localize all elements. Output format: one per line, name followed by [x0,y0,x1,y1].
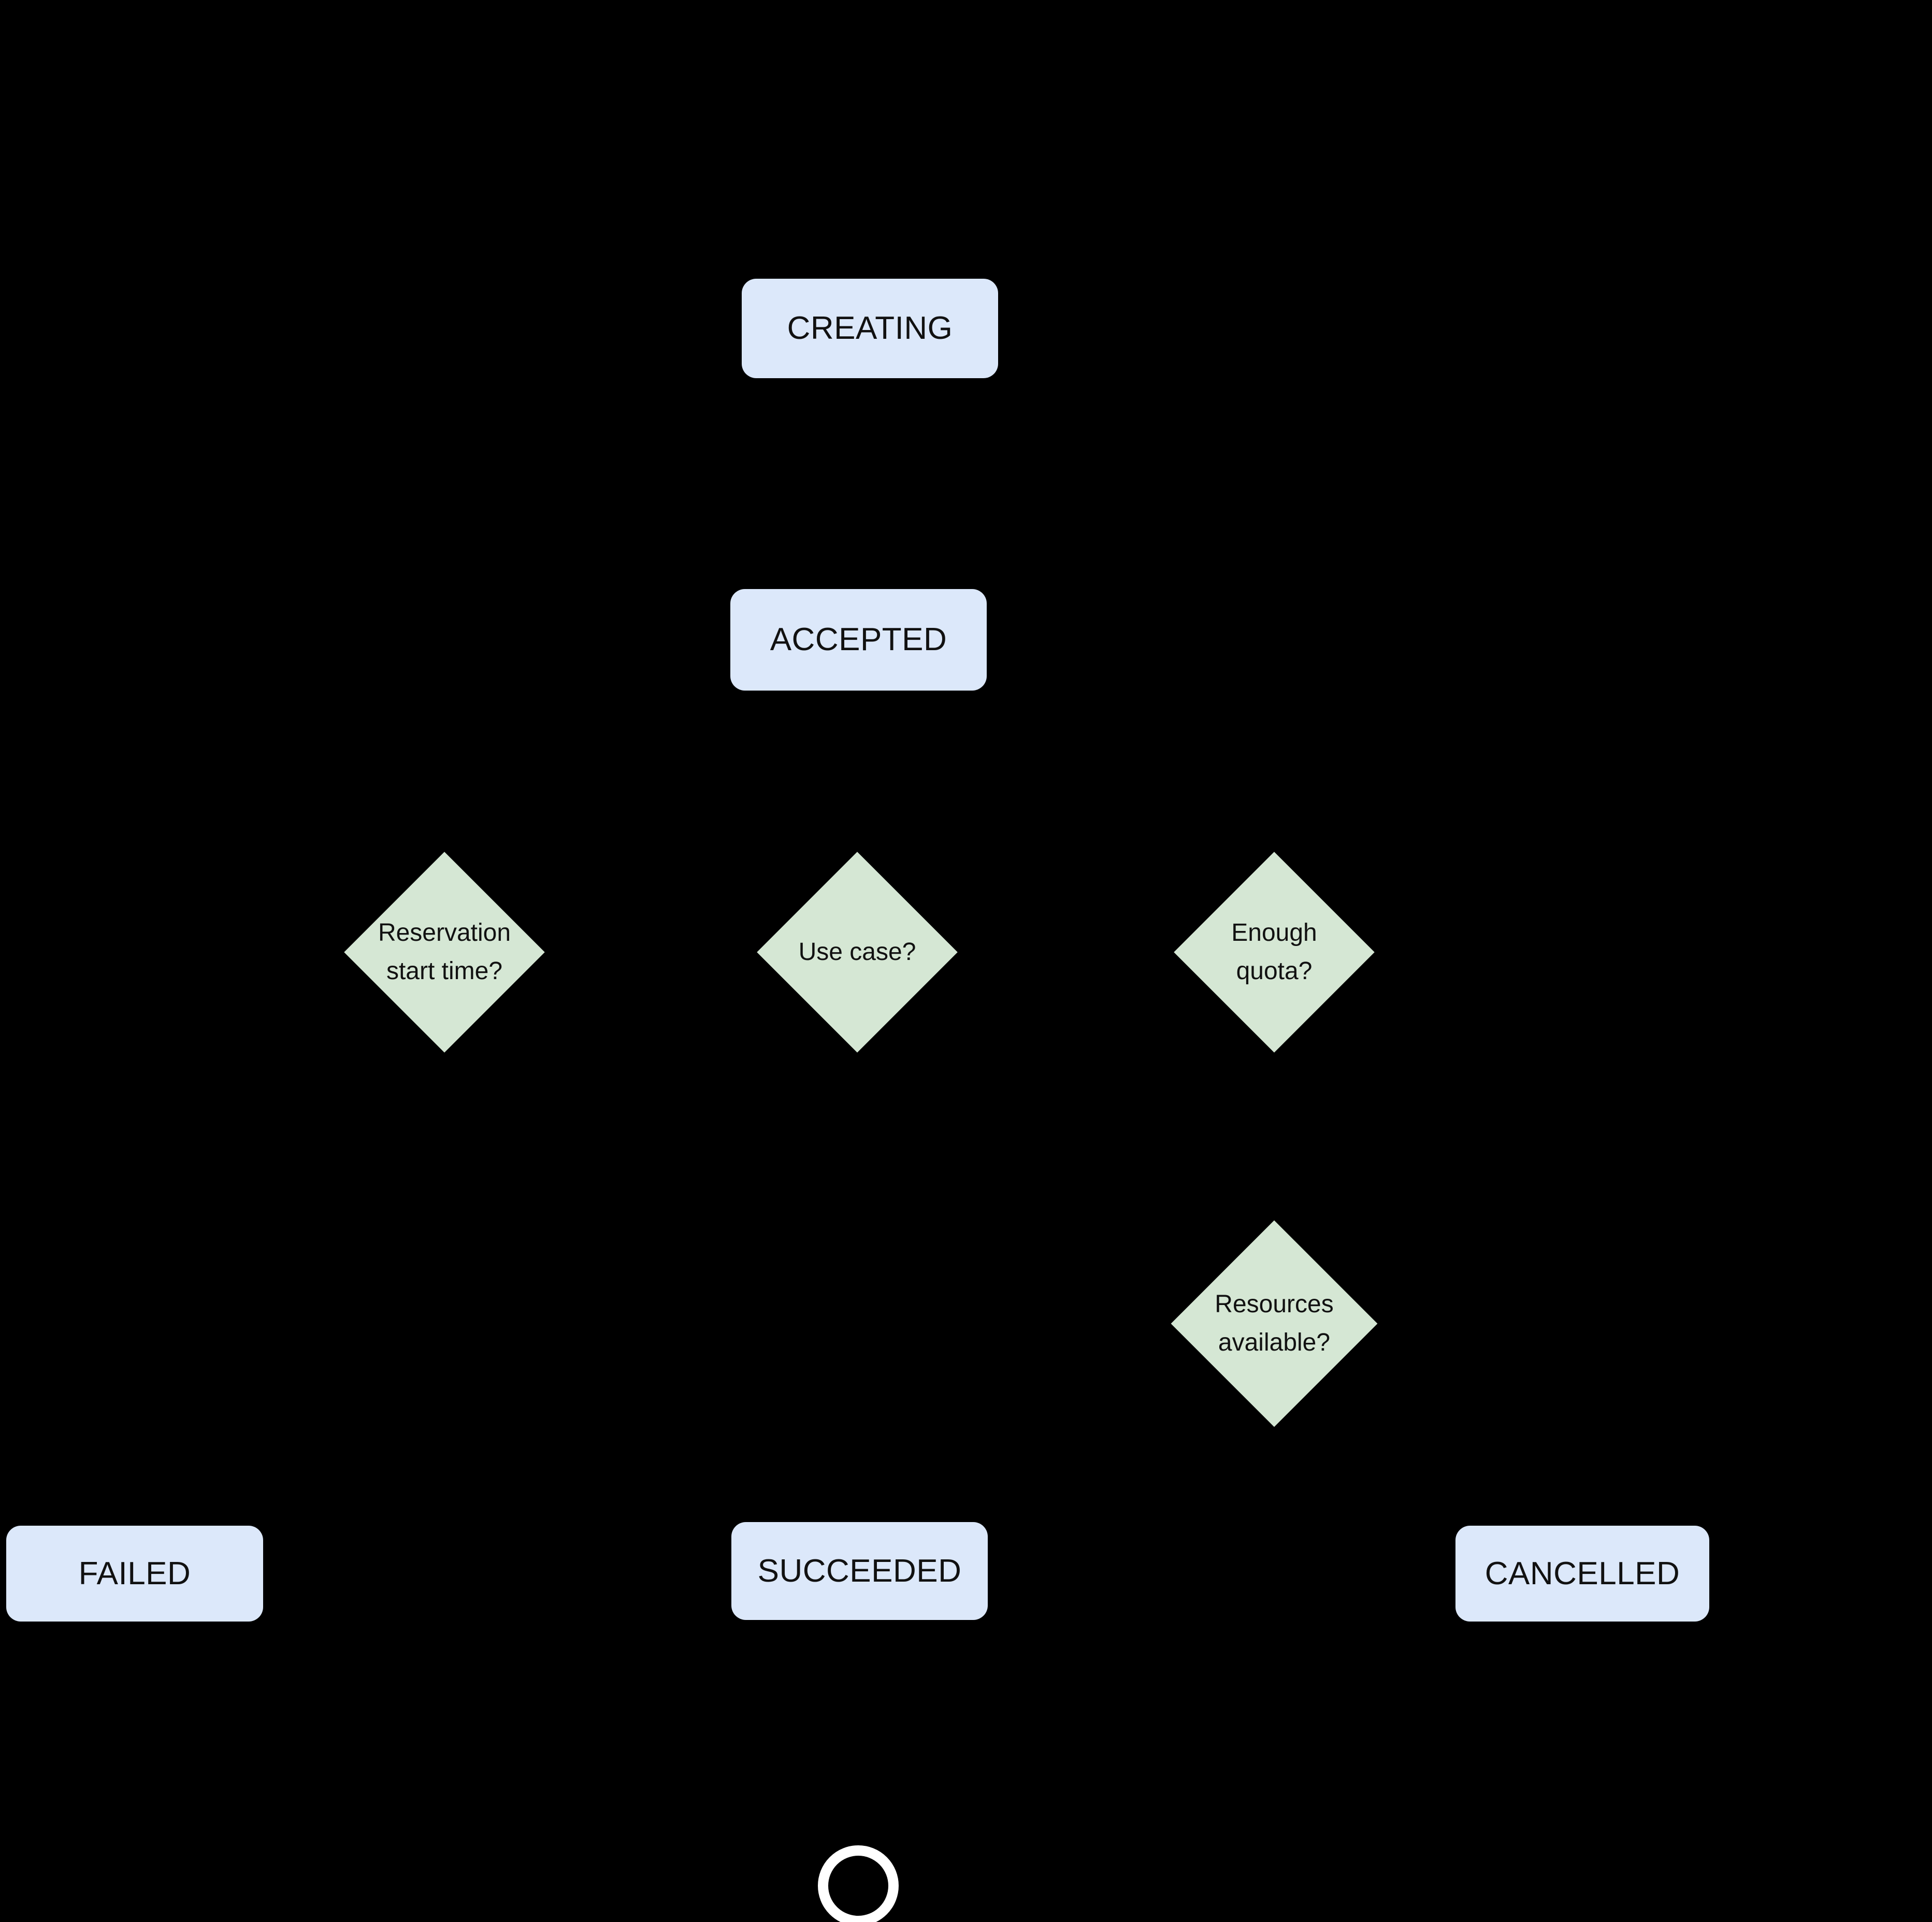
edge-arrowhead [860,568,881,589]
edge-reservation-start-time-to-failed [133,1053,446,1512]
decision-node-enough-quota[interactable]: Enough quota? [1174,852,1375,1053]
edge-accepted-to-enough-quota [857,691,1276,837]
edge-arrowhead [848,830,869,851]
edge-arrowhead [434,830,455,851]
decision-label: Resources available? [1215,1290,1334,1356]
decision-label: Use case? [798,938,916,966]
edge-arrowhead [848,1825,869,1845]
edge-arrowhead [1264,1199,1285,1220]
decision-label: Reservation start time? [378,919,511,985]
decision-node-resources-available[interactable]: Resources available? [1171,1220,1378,1427]
end-state-circle-icon [818,1845,899,1922]
edge-accepted-to-reservation-start-time [443,691,860,837]
edge-arrowhead [848,1501,869,1522]
decision-node-reservation-start-time[interactable]: Reservation start time? [344,852,545,1053]
state-node-cancelled[interactable]: CANCELLED [1455,1526,1709,1622]
decision-node-use-case[interactable]: Use case? [757,852,958,1053]
edge-arrowhead [1264,830,1285,851]
state-node-failed[interactable]: FAILED [6,1526,263,1622]
state-node-accepted[interactable]: ACCEPTED [730,589,987,691]
edge-resources-available-to-cancelled [1273,1427,1584,1512]
edge-arrowhead [1572,1505,1593,1526]
state-node-creating[interactable]: CREATING [742,279,998,378]
edge-arrowhead [124,1505,145,1526]
state-node-succeeded[interactable]: SUCCEEDED [731,1522,988,1620]
decision-label: Enough quota? [1231,919,1317,985]
